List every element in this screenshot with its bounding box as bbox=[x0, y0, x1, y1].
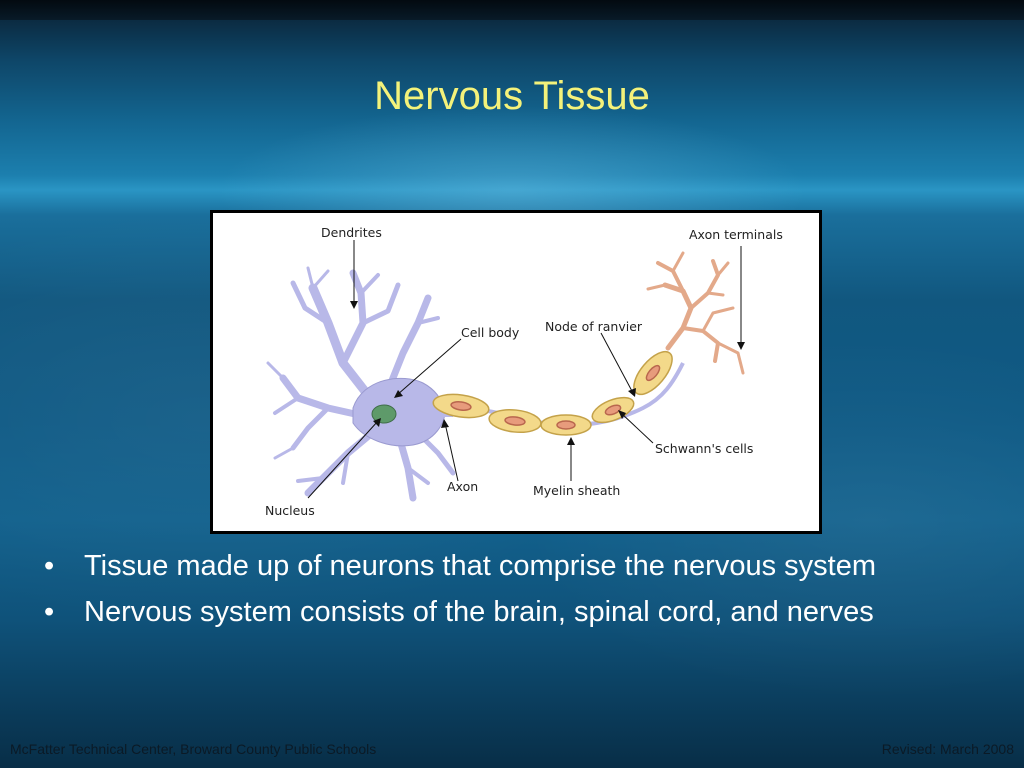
label-myelin-sheath: Myelin sheath bbox=[533, 483, 620, 498]
neuron-illustration: Dendrites Axon terminals Cell body Node … bbox=[265, 225, 783, 518]
axon-terminals-arrowhead bbox=[737, 342, 745, 350]
myelin-sheath-segments bbox=[432, 350, 673, 436]
bullet-text: Tissue made up of neurons that comprise … bbox=[84, 550, 876, 582]
cell-body-leader bbox=[396, 338, 462, 396]
nucleus-arrowhead bbox=[373, 418, 381, 427]
leader-lines bbox=[307, 240, 742, 499]
label-node-of-ranvier: Node of ranvier bbox=[545, 319, 643, 334]
nucleus-leader bbox=[307, 420, 379, 499]
bullet-marker: • bbox=[44, 596, 55, 628]
dendrites-shape bbox=[266, 266, 456, 502]
schwann-nucleus bbox=[556, 420, 576, 430]
schwann-nucleus bbox=[504, 416, 526, 426]
slide-title: Nervous Tissue bbox=[374, 74, 650, 118]
neuron-diagram-canvas: Dendrites Axon terminals Cell body Node … bbox=[213, 213, 819, 531]
schwanns-cells-leader bbox=[620, 412, 654, 444]
bullet-marker: • bbox=[44, 550, 55, 582]
bullet-list: • Tissue made up of neurons that compris… bbox=[44, 548, 944, 640]
label-nucleus: Nucleus bbox=[265, 503, 315, 518]
footer-revision-date: Revised: March 2008 bbox=[881, 741, 1014, 757]
axon-leader bbox=[444, 422, 459, 482]
schwanns-cells-arrowhead bbox=[618, 410, 626, 419]
node-of-ranvier-leader bbox=[600, 332, 634, 394]
neuron-diagram: Dendrites Axon terminals Cell body Node … bbox=[210, 210, 822, 534]
schwann-nucleus bbox=[645, 364, 661, 382]
dendrites-arrowhead bbox=[350, 301, 358, 309]
label-cell-body: Cell body bbox=[461, 325, 520, 340]
label-dendrites: Dendrites bbox=[321, 225, 382, 240]
myelin-sheath-arrowhead bbox=[567, 437, 575, 445]
leader-arrowheads bbox=[350, 301, 745, 445]
cell-body-shape bbox=[352, 377, 446, 447]
label-axon-terminals: Axon terminals bbox=[689, 227, 783, 242]
top-band bbox=[0, 0, 1024, 20]
schwann-nucleus bbox=[450, 401, 472, 411]
cell-body-arrowhead bbox=[394, 390, 403, 398]
axon-terminals-shape bbox=[646, 251, 745, 375]
label-schwanns-cells: Schwann's cells bbox=[655, 441, 753, 456]
bullet-text: Nervous system consists of the brain, sp… bbox=[84, 596, 874, 628]
axon-arrowhead bbox=[441, 419, 449, 428]
nucleus-shape bbox=[371, 404, 397, 424]
node-of-ranvier-arrowhead bbox=[628, 388, 636, 397]
bullet-item: • Tissue made up of neurons that compris… bbox=[44, 548, 944, 584]
bullet-item: • Nervous system consists of the brain, … bbox=[44, 594, 944, 630]
footer-organization: McFatter Technical Center, Broward Count… bbox=[10, 741, 377, 757]
label-axon: Axon bbox=[447, 479, 478, 494]
